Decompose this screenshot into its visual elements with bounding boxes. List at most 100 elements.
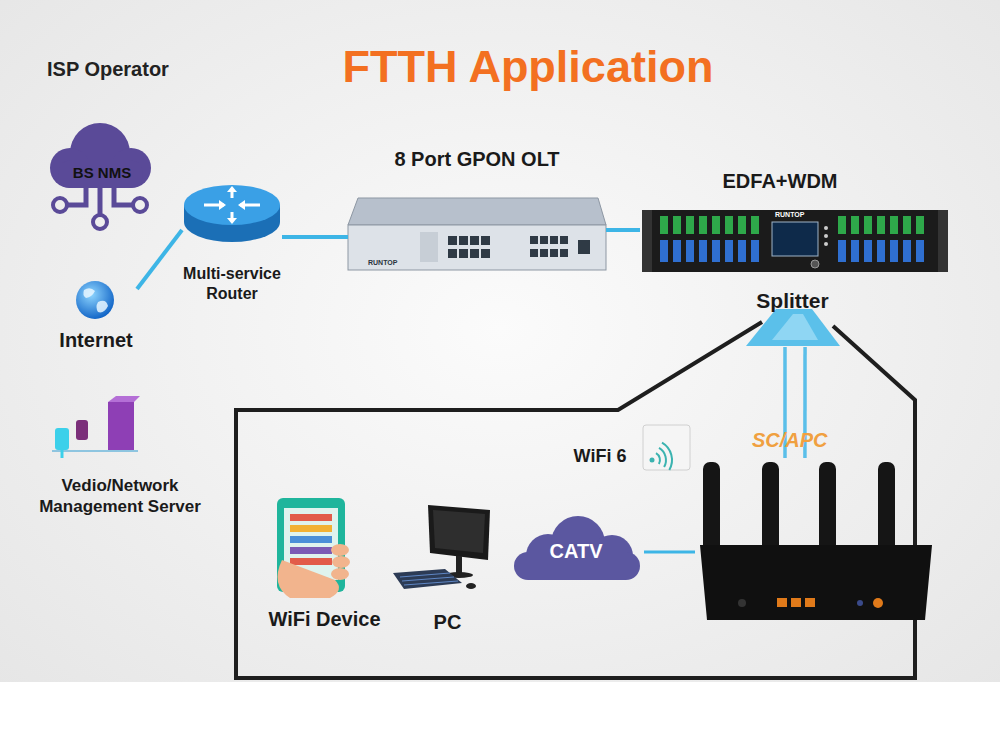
- router-arrowhead: [227, 186, 237, 192]
- upc-adapter: [916, 240, 924, 262]
- cloud-node: CATV: [508, 522, 644, 582]
- server-top: [108, 396, 140, 402]
- base-line: [52, 450, 138, 452]
- upc-adapter: [725, 240, 733, 262]
- fiber-link: [606, 228, 640, 232]
- olt-panel: [420, 232, 438, 262]
- apc-adapter: [916, 216, 924, 234]
- brand-mark: RUNTOP: [775, 211, 815, 219]
- onu-node: WiFi 6: [695, 458, 935, 623]
- router-arrowhead: [238, 200, 245, 210]
- node-label: Multi-service Router: [172, 264, 292, 304]
- app-bar: [290, 525, 332, 532]
- network-ring: [93, 215, 107, 229]
- button: [857, 600, 863, 606]
- sfp-port: [481, 236, 490, 245]
- app-bar: [290, 547, 332, 554]
- upc-adapter: [864, 240, 872, 262]
- sfp-port: [448, 249, 457, 258]
- keyboard-keys: [400, 573, 458, 585]
- router-top: [184, 185, 280, 225]
- edfa-device: [642, 210, 948, 272]
- upc-adapter: [699, 240, 707, 262]
- node-label: Splitter: [735, 288, 850, 314]
- monitor-screen: [433, 510, 485, 553]
- apc-adapter: [877, 216, 885, 234]
- node-label: EDFA+WDM: [640, 169, 920, 194]
- node-label: PC: [400, 610, 495, 635]
- phone-icon: [277, 498, 350, 598]
- keyboard: [393, 569, 462, 589]
- apc-adapter: [903, 216, 911, 234]
- fiber-link: [282, 235, 348, 239]
- group-label: ISP Operator: [47, 57, 217, 81]
- network-ring: [133, 198, 147, 212]
- pc-icon: [393, 505, 490, 589]
- router-arrowhead: [219, 200, 226, 210]
- wifi-badge: [643, 425, 690, 470]
- router-arrowhead: [227, 218, 237, 224]
- device-node: WiFi Device: [262, 497, 387, 637]
- router-icon: [184, 185, 280, 242]
- mouse: [466, 583, 476, 589]
- node-label: WiFi 6: [560, 445, 640, 468]
- apc-adapter: [851, 216, 859, 234]
- olt-top: [348, 198, 606, 225]
- apc-adapter: [890, 216, 898, 234]
- server-bar: [76, 420, 88, 440]
- apc-adapter: [673, 216, 681, 234]
- monitor: [428, 505, 490, 560]
- device-node: EDFA+WDM: [640, 165, 950, 275]
- background-strip: [0, 682, 1000, 732]
- lan-port: [777, 598, 787, 607]
- monitor-stand: [456, 556, 462, 574]
- edfa-display: [772, 222, 818, 256]
- olt-front: [348, 225, 606, 270]
- olt-ports: [448, 236, 590, 258]
- app-bar: [290, 514, 332, 521]
- upc-adapter: [751, 240, 759, 262]
- device-node: 8 Port GPON OLT: [348, 145, 606, 273]
- device-node: PC: [400, 500, 495, 635]
- node-label: Vedio/Network Management Server: [35, 475, 205, 518]
- upc-adapter: [686, 240, 694, 262]
- edfa-chassis: [642, 210, 948, 272]
- upc-adapter: [903, 240, 911, 262]
- server-bar: [55, 428, 69, 450]
- server-node: Vedio/Network Management Server: [35, 398, 205, 523]
- wifi-icon: [643, 425, 690, 470]
- wifi-dot: [650, 458, 655, 463]
- indicator-led: [824, 234, 828, 238]
- rj45-port: [560, 236, 568, 244]
- cloud-node: BS NMS: [48, 128, 156, 238]
- wifi-wave: [656, 443, 672, 470]
- rack-ear: [642, 210, 652, 272]
- rj45-port: [540, 236, 548, 244]
- console-port: [578, 240, 590, 254]
- upc-adapter: [673, 240, 681, 262]
- continent: [97, 301, 109, 313]
- upc-adapter: [738, 240, 746, 262]
- key-switch: [811, 260, 819, 268]
- sfp-port: [448, 236, 457, 245]
- app-bar: [290, 558, 332, 565]
- indicator-led: [824, 226, 828, 230]
- rack-ear: [938, 210, 948, 272]
- finger: [331, 544, 349, 556]
- upc-adapter: [877, 240, 885, 262]
- upc-adapter: [712, 240, 720, 262]
- splitter-body: [746, 309, 840, 346]
- olt-device: [348, 198, 606, 270]
- apc-adapter: [699, 216, 707, 234]
- apc-adapter: [712, 216, 720, 234]
- onu-router: [700, 462, 932, 620]
- fiber-link: [644, 551, 695, 554]
- apc-adapter: [660, 216, 668, 234]
- server-icon: [52, 396, 140, 458]
- router-node: Multi-service Router: [182, 180, 282, 305]
- globe-icon: [76, 281, 114, 319]
